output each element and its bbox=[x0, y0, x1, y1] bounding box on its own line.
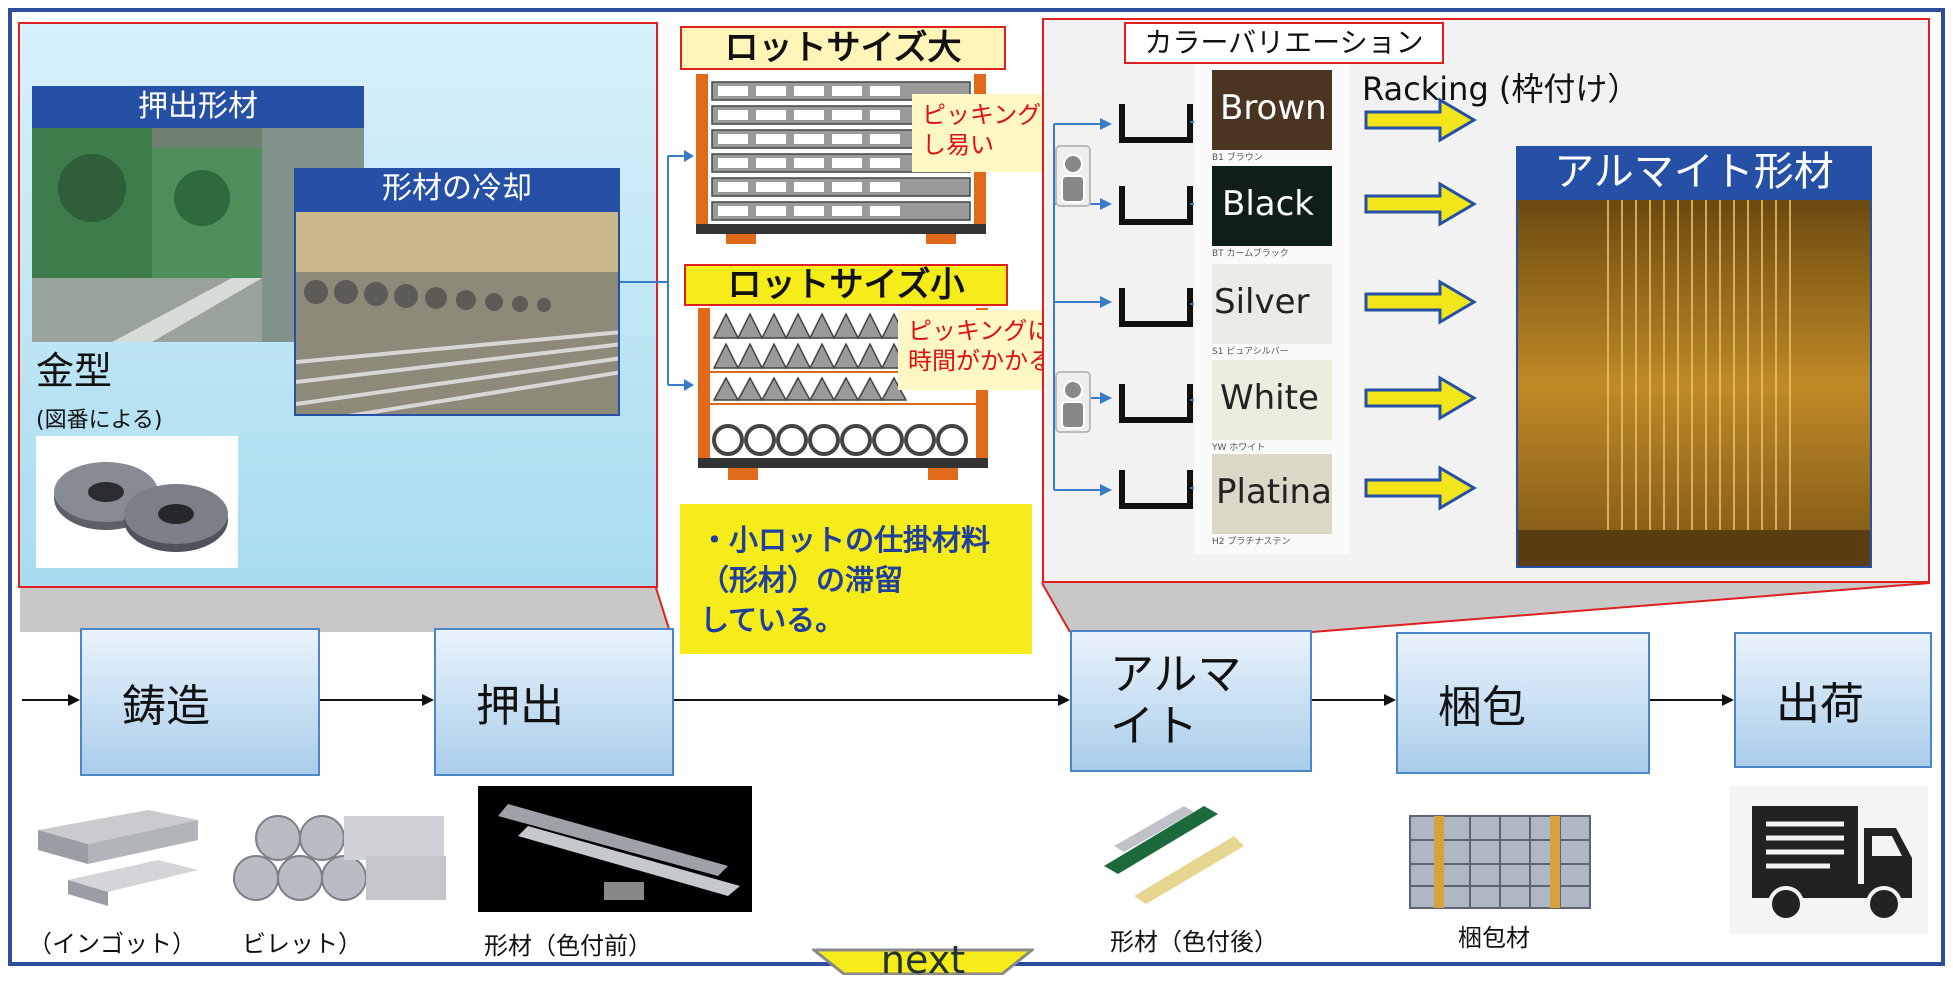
step-shipping: 出荷 bbox=[1734, 632, 1932, 768]
swatch-platina: H2 プラチナステン bbox=[1212, 454, 1332, 547]
step-packing-label: 梱包 bbox=[1438, 682, 1526, 733]
wip-note-line3: している。 bbox=[700, 603, 845, 637]
color-variation-title: カラーバリエーション bbox=[1124, 22, 1444, 64]
swatch-brown-label: Brown bbox=[1220, 88, 1327, 128]
die-sub-label: (図番による) bbox=[36, 408, 163, 433]
ingot-photo bbox=[28, 790, 206, 910]
swatch-silver-chip bbox=[1212, 264, 1332, 344]
packed-photo bbox=[1400, 786, 1614, 918]
caption-profile-before: 形材（色付前） bbox=[484, 932, 652, 960]
step-packing: 梱包 bbox=[1396, 632, 1650, 774]
lot-large-title: ロットサイズ大 bbox=[680, 26, 1006, 70]
swatch-black-code: BT カームブラック bbox=[1212, 249, 1289, 259]
truck-icon bbox=[1730, 786, 1928, 934]
lot-small-callout-line2: 時間がかかる bbox=[908, 347, 1052, 375]
wip-note-line2: （形材）の滞留 bbox=[700, 563, 904, 597]
next-label[interactable]: next bbox=[880, 938, 966, 982]
step-casting-label: 鋳造 bbox=[122, 681, 210, 732]
caption-billet: ビレット） bbox=[242, 930, 362, 958]
wip-note-line1: ・小ロットの仕掛材料 bbox=[700, 523, 991, 557]
caption-packed: 梱包材 bbox=[1458, 924, 1530, 952]
profile-after-photo bbox=[1094, 786, 1246, 912]
anodized-photo bbox=[1516, 198, 1872, 568]
swatch-platina-chip bbox=[1212, 454, 1332, 534]
extrusion-header: 押出形材 bbox=[32, 86, 364, 128]
swatch-brown-chip bbox=[1212, 70, 1332, 150]
caption-ingot: （インゴット） bbox=[28, 930, 196, 958]
swatch-silver-label: Silver bbox=[1214, 282, 1310, 322]
caption-profile-after: 形材（色付後） bbox=[1110, 928, 1278, 956]
step-anodizing: アルマイト bbox=[1070, 630, 1312, 772]
lot-large-rack bbox=[696, 74, 986, 244]
swatch-black-chip bbox=[1212, 166, 1332, 246]
swatch-black-label: Black bbox=[1222, 184, 1314, 224]
swatch-silver: S1 ピュアシルバー bbox=[1212, 264, 1332, 357]
step-extrusion-label: 押出 bbox=[476, 681, 564, 732]
swatch-white: YW ホワイト bbox=[1212, 360, 1332, 453]
cooling-header: 形材の冷却 bbox=[294, 168, 620, 210]
step-anodizing-label: アルマイト bbox=[1110, 649, 1242, 752]
swatch-brown: B1 ブラウン bbox=[1212, 70, 1332, 163]
operator-icons bbox=[1055, 145, 1091, 433]
swatch-white-chip bbox=[1212, 360, 1332, 440]
left-callout-connector bbox=[20, 588, 670, 632]
swatch-white-code: YW ホワイト bbox=[1212, 443, 1266, 453]
lot-large-callout-line2: し易い bbox=[922, 131, 994, 159]
swatch-brown-code: B1 ブラウン bbox=[1212, 153, 1263, 163]
swatch-silver-code: S1 ピュアシルバー bbox=[1212, 347, 1289, 357]
lot-small-title: ロットサイズ小 bbox=[684, 264, 1008, 306]
cooling-photo bbox=[294, 210, 620, 416]
lot-small-callout-line1: ピッキングに bbox=[908, 317, 1052, 345]
die-label: 金型 bbox=[36, 349, 113, 393]
lot-large-callout-line1: ピッキング bbox=[922, 101, 1042, 129]
step-casting: 鋳造 bbox=[80, 628, 320, 776]
racking-label: Racking (枠付け） bbox=[1362, 70, 1640, 108]
swatch-black: BT カームブラック bbox=[1212, 166, 1332, 259]
die-photo bbox=[36, 436, 238, 568]
step-shipping-label: 出荷 bbox=[1776, 679, 1864, 730]
swatch-platina-label: Platina bbox=[1216, 472, 1332, 512]
wip-note: ・小ロットの仕掛材料 （形材）の滞留 している。 bbox=[680, 504, 1032, 654]
lot-large-callout: ピッキング し易い bbox=[912, 94, 1060, 172]
step-extrusion: 押出 bbox=[434, 628, 674, 776]
next-arrow[interactable] bbox=[812, 946, 1034, 975]
swatch-platina-code: H2 プラチナステン bbox=[1212, 537, 1291, 547]
billet-photo bbox=[216, 790, 452, 916]
swatch-white-label: White bbox=[1220, 378, 1319, 418]
profile-before-photo bbox=[478, 786, 752, 912]
right-callout-connector bbox=[1042, 583, 1930, 632]
anodized-header: アルマイト形材 bbox=[1516, 146, 1872, 198]
